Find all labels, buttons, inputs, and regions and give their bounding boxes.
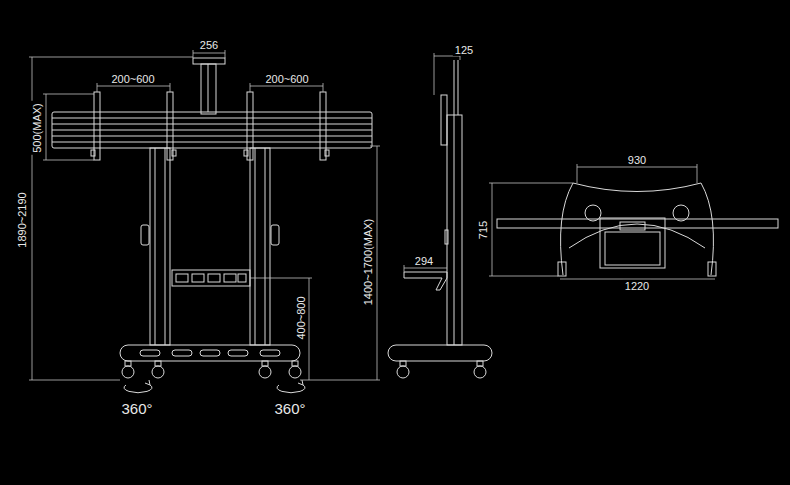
dimension-label: 360°: [119, 401, 154, 418]
dimension-label: 1890~2190: [16, 190, 28, 249]
dimension-label: 200~600: [109, 73, 156, 85]
dimension-label: 200~600: [263, 73, 310, 85]
dimension-label: 1220: [623, 280, 651, 292]
dimension-label: 125: [453, 44, 475, 56]
front-view: [52, 58, 372, 393]
dimension-label: 294: [413, 255, 435, 267]
dimension-label: 930: [626, 154, 648, 166]
dimension-label: 360°: [272, 401, 307, 418]
dimension-label: 1400~1700(MAX): [362, 217, 374, 308]
top-view: [497, 183, 778, 276]
side-view: [388, 60, 492, 378]
dimension-label: 715: [477, 219, 489, 241]
dimension-label: 500(MAX): [31, 101, 43, 155]
dimension-label: 400~800: [295, 294, 307, 341]
top-dimensions: [489, 164, 715, 279]
front-dimensions: [29, 50, 380, 380]
side-dimensions: [404, 53, 460, 272]
dimension-label: 256: [198, 39, 220, 51]
